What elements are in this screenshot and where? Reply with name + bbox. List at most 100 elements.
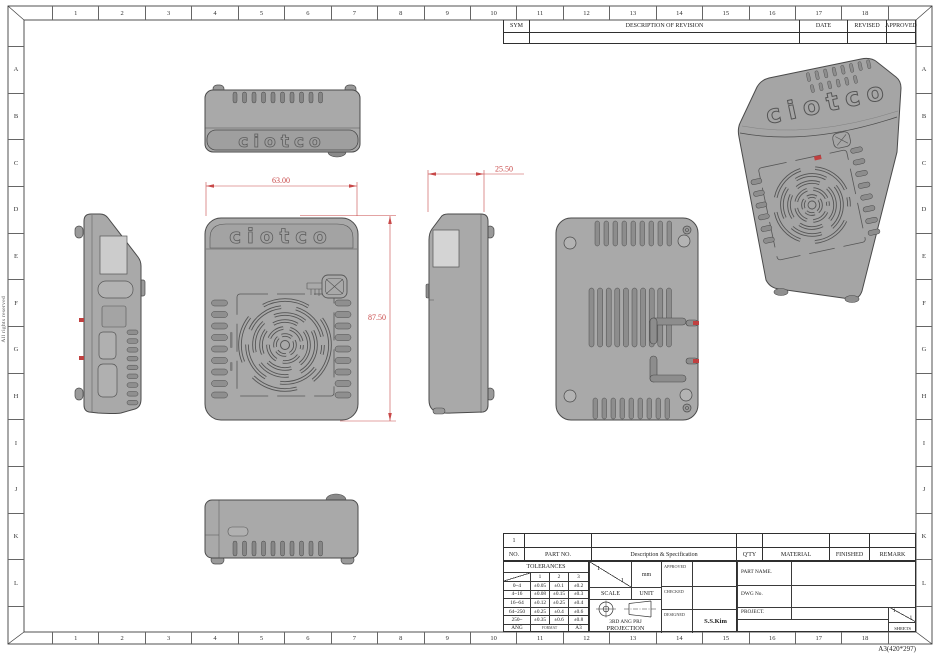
grid-column-label: 16 [748,632,795,644]
dim-width: 63.00 [272,176,290,185]
grid-column-label: 8 [377,6,423,20]
grid-corner [887,6,916,20]
grid-row-label: C [916,139,932,186]
tolerance-value: ±0.4 [549,606,568,616]
grid-column-label: 15 [702,632,748,644]
designed-value: S.S.Kim [692,609,738,633]
scale-numerator: 1 [597,565,601,572]
grid-column-label: 9 [423,6,470,20]
grid-row-label: J [8,466,24,513]
revision-revised-header: REVISED [847,20,886,33]
tolerance-col-header: 1 [530,572,549,581]
grid-corner [8,606,24,632]
bottom-vent-slots [232,540,323,557]
projection-label: PROJECTION [606,625,645,632]
grid-column-label: 12 [562,6,609,20]
approved-label: APPROVED [661,562,692,586]
top-view: ciotco [204,84,361,158]
iso-right-vents [850,146,881,236]
parts-row-cell: 1 [504,534,524,548]
third-angle-projection-icon [595,600,656,618]
dim-height: 87.50 [368,313,386,322]
projection-cell: 3RD ANG PRJ PROJECTION [590,600,661,633]
title-block-right: PART NAME. DWG No. PROJECT. 1 1 SHEETS [737,561,917,633]
grid-column-label: 1 [52,632,98,644]
parts-row-cell [524,534,591,548]
grid-row-label: G [916,326,932,373]
screw-hole [682,225,692,235]
tolerance-col-header: 3 [568,572,588,581]
tolerance-value: ±0.25 [530,606,549,616]
part-name-label: PART NAME. [741,569,772,575]
revision-empty-cell [799,33,847,44]
grid-column-label: 7 [330,632,377,644]
tolerance-range: 250~ [504,615,530,624]
grid-row-label: K [916,512,932,560]
parts-row-cell [869,534,915,548]
grid-row-label: D [8,186,24,233]
red-marker [693,321,699,325]
red-marker [79,356,84,360]
grid-column-label: 15 [702,6,748,20]
iso-left-vents [750,178,775,244]
grid-row-label: E [8,232,24,280]
grid-corner [8,20,24,46]
scale-label: SCALE [590,587,631,600]
tolerance-range: 0~4 [504,581,530,590]
fan-grille [238,298,332,392]
parts-header-cell: PART NO. [524,548,591,562]
back-top-vents [594,220,672,247]
tolerance-value: ±0.08 [530,589,549,599]
grid-row-label: K [8,512,24,560]
back-bottom-vents [592,397,670,420]
left-side-view [74,213,146,414]
grid-column-label: 6 [284,632,330,644]
sheet-total: 1 [909,615,913,621]
tolerance-corner-cell [504,572,530,581]
parts-header-cell: Q'TY [736,548,762,562]
grid-row-label: D [916,186,932,233]
grid-corner [887,632,916,644]
parts-header-cell: FINISHED [829,548,869,562]
port-cutout [99,235,128,275]
grid-corner [916,606,932,632]
grid-column-label: 5 [237,6,284,20]
grid-row-label: L [916,559,932,606]
sheet-count: 1 1 [889,607,917,622]
tolerance-value: ±0.8 [568,615,588,624]
approved-value [692,562,738,586]
grid-column-label: 3 [144,6,191,20]
grid-corner [24,6,52,20]
logo-text: ciotco [229,224,333,248]
grid-column-label: 10 [469,632,516,644]
rights-reserved-text: All rights reserved [1,296,7,343]
grid-column-label: 6 [284,6,330,20]
grid-column-label: 13 [609,632,655,644]
tolerance-value: ±0.6 [549,615,568,624]
revision-empty-cell [529,33,799,44]
grid-row-label: L [8,559,24,606]
red-marker [693,359,699,363]
grid-row-label: B [8,92,24,140]
iso-top-slots [806,59,872,82]
tolerance-format-value: A3 [568,623,588,631]
parts-row-cell [762,534,829,548]
tolerance-value: ±0.6 [568,606,588,616]
grid-row-label: F [916,279,932,326]
tolerance-format-label: FORMAT [530,623,568,631]
grid-column-label: 10 [469,6,516,20]
tolerances-title: TOLERANCES [526,564,566,570]
revision-sym-header: SYM [504,20,529,33]
back-mid-vents [588,287,672,348]
grid-row-label: A [916,46,932,93]
grid-row-label: B [916,92,932,140]
grid-row-label: I [8,419,24,466]
grid-column-label: 14 [655,632,702,644]
grid-column-label: 18 [841,6,887,20]
top-vent-slots [232,91,323,104]
screw-hole [682,403,692,413]
grid-column-label: 14 [655,6,702,20]
tolerance-value: ±0.12 [530,598,549,607]
